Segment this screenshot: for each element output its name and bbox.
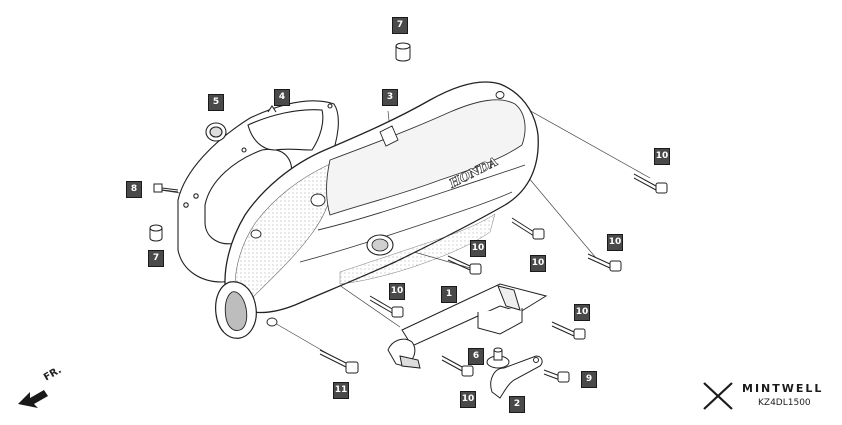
bolt-10-b (511, 217, 545, 240)
dowel-pin-left (149, 224, 163, 242)
callout-10-c: 10 (530, 255, 546, 272)
watermark: MINTWELL KZ4DL1500 (702, 378, 832, 414)
bolt-10-c (587, 253, 622, 272)
bolt-10-e (369, 295, 404, 318)
callout-8: 8 (126, 181, 142, 198)
callout-10-e: 10 (389, 283, 405, 300)
callout-9: 9 (581, 371, 597, 388)
bolt-10-g (441, 355, 474, 377)
callout-4: 4 (274, 89, 290, 106)
diagram-code: KZ4DL1500 (758, 398, 811, 408)
callout-10-d: 10 (607, 234, 623, 251)
bolt-11 (319, 349, 359, 374)
oil-seal (205, 122, 227, 142)
left-crankcase-cover: HONDA (215, 81, 539, 339)
callout-10-f: 10 (574, 304, 590, 321)
bolt-10-a (633, 173, 668, 194)
watermark-text: MINTWELL (742, 382, 824, 395)
bolt-9 (543, 369, 570, 383)
dowel-pin-top (395, 42, 411, 62)
callout-7-left: 7 (148, 250, 164, 267)
callout-3: 3 (382, 89, 398, 106)
cable-clamp (490, 355, 543, 399)
bolt-10-d (447, 255, 482, 275)
callout-10-b: 10 (470, 240, 486, 257)
callout-10-a: 10 (654, 148, 670, 165)
mintwell-logo-icon (703, 382, 733, 410)
callout-5: 5 (208, 94, 224, 111)
callout-10-g: 10 (460, 391, 476, 408)
callout-6: 6 (468, 348, 484, 365)
callout-2: 2 (509, 396, 525, 413)
callout-7-top: 7 (392, 17, 408, 34)
bolt-8 (153, 183, 179, 193)
bolt-10-f (551, 321, 586, 340)
flange-bolts (319, 173, 668, 383)
cable-bracket (387, 283, 548, 369)
callout-1: 1 (441, 286, 457, 303)
callout-11: 11 (333, 382, 349, 399)
cable-holder (486, 347, 510, 369)
front-direction-arrow (18, 390, 48, 408)
